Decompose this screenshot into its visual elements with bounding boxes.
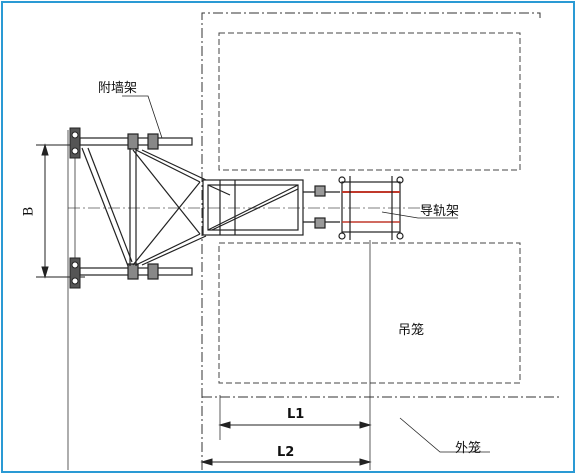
dimension-b bbox=[36, 143, 85, 279]
wall-plates bbox=[69, 127, 81, 289]
wall-tie-structure bbox=[79, 133, 207, 280]
label-dim-l1: L1 bbox=[287, 407, 305, 422]
cage-outline bbox=[218, 32, 521, 384]
label-dim-l2: L2 bbox=[277, 445, 295, 460]
label-wall-tie-frame: 附墙架 bbox=[98, 81, 138, 96]
rail-frame-structure bbox=[202, 179, 340, 236]
guide-rail-mast bbox=[338, 176, 404, 240]
leader-lines bbox=[122, 95, 490, 453]
label-cage: 吊笼 bbox=[398, 323, 425, 338]
label-guide-rail-frame: 导轨架 bbox=[420, 204, 460, 219]
label-dim-b: B bbox=[21, 206, 37, 217]
label-outer-cage: 外笼 bbox=[455, 441, 482, 456]
dimension-l2 bbox=[200, 458, 372, 466]
outer-cage-outline bbox=[201, 12, 560, 470]
dimension-l1 bbox=[218, 421, 372, 429]
